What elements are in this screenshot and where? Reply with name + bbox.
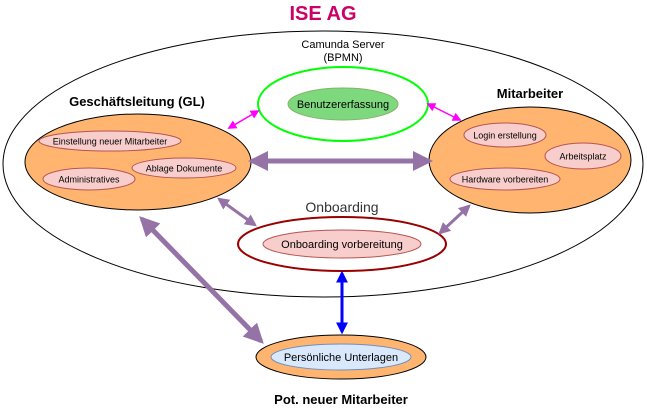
- task-ablage-label: Ablage Dokumente: [146, 164, 223, 174]
- onboarding-vorbereitung-label: Onboarding vorbereitung: [281, 239, 403, 251]
- connector-gl-candidate: [139, 216, 264, 344]
- task-administratives-label: Administratives: [58, 175, 120, 185]
- task-login-label: Login erstellung: [473, 131, 537, 141]
- connector-server-employees: [426, 103, 462, 121]
- company-title: ISE AG: [289, 3, 356, 25]
- persoenliche-unterlagen-node[interactable]: [270, 343, 412, 371]
- connector-onboarding-employees: [438, 204, 471, 235]
- task-arbeitsplatz[interactable]: [544, 142, 622, 170]
- onboarding-label: Onboarding: [305, 199, 378, 215]
- task-einstellung[interactable]: [38, 130, 182, 152]
- management-label: Geschäftsleitung (GL): [69, 94, 205, 109]
- task-ablage[interactable]: [131, 157, 237, 179]
- task-hardware-label: Hardware vorbereiten: [462, 175, 549, 185]
- candidate-label: Pot. neuer Mitarbeiter: [274, 392, 408, 407]
- server-label-line2: (BPMN): [323, 52, 362, 64]
- task-administratives[interactable]: [42, 167, 136, 191]
- connector-gl-server: [227, 110, 260, 129]
- benutzererfassung-node[interactable]: [287, 87, 399, 121]
- task-hardware[interactable]: [449, 167, 561, 191]
- server-label-line1: Camunda Server: [301, 39, 384, 51]
- benutzererfassung-label: Benutzererfassung: [297, 99, 389, 111]
- employees-label: Mitarbeiter: [497, 86, 563, 101]
- task-arbeitsplatz-label: Arbeitsplatz: [559, 152, 607, 162]
- persoenliche-unterlagen-label: Persönliche Unterlagen: [284, 352, 398, 364]
- task-login[interactable]: [463, 122, 547, 148]
- task-einstellung-label: Einstellung neuer Mitarbeiter: [53, 137, 168, 147]
